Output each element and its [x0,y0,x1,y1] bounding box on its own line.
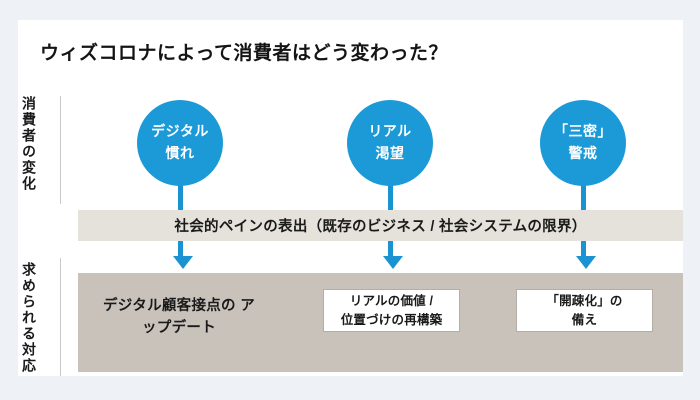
response-1-line-1: デジタル顧客接点の [102,298,236,314]
response-3-line-2: 備え [571,312,598,327]
circle-1-line-1: デジタル [151,123,209,140]
response-item-kaisoka[interactable]: 「開疎化」の 備え [516,289,653,332]
axis-rule-bottom [60,258,61,376]
circle-3-line-2: 警戒 [568,145,598,161]
circle-three-cs-caution[interactable]: 「三密」 警戒 [540,100,626,186]
connector-arrow-2 [383,256,403,269]
response-item-digital-touchpoints[interactable]: デジタル顧客接点の アップデート [98,296,260,340]
circle-digital-familiarity[interactable]: デジタル 慣れ [137,100,223,186]
response-item-real-value[interactable]: リアルの価値 / 位置づけの再構築 [323,289,460,332]
response-2-line-2: 位置づけの再構築 [340,312,443,327]
connector-arrow-3 [576,256,596,269]
social-pain-band-label: 社会的ペインの表出（既存のビジネス / 社会システムの限界） [174,219,587,235]
circle-1-line-2: 慣れ [165,145,195,161]
social-pain-band [78,210,683,241]
response-1-line-2: アップデート [142,298,256,336]
response-3-line-1: 「開疎化」の [546,293,623,308]
connector-arrow-1 [173,256,193,269]
circle-2-line-1: リアル [368,123,412,140]
axis-rule-top [60,96,61,204]
circle-real-craving[interactable]: リアル 渇望 [347,100,433,186]
page-title: ウィズコロナによって消費者はどう変わった？ [40,43,448,64]
axis-label-consumer-change: 消費者の変化 [21,96,37,192]
circle-2-line-2: 渇望 [375,145,405,161]
response-2-line-1: リアルの価値 / [349,293,434,308]
axis-label-required-response: 求められる対応 [21,262,37,374]
circle-3-line-1: 「三密」 [554,123,612,140]
